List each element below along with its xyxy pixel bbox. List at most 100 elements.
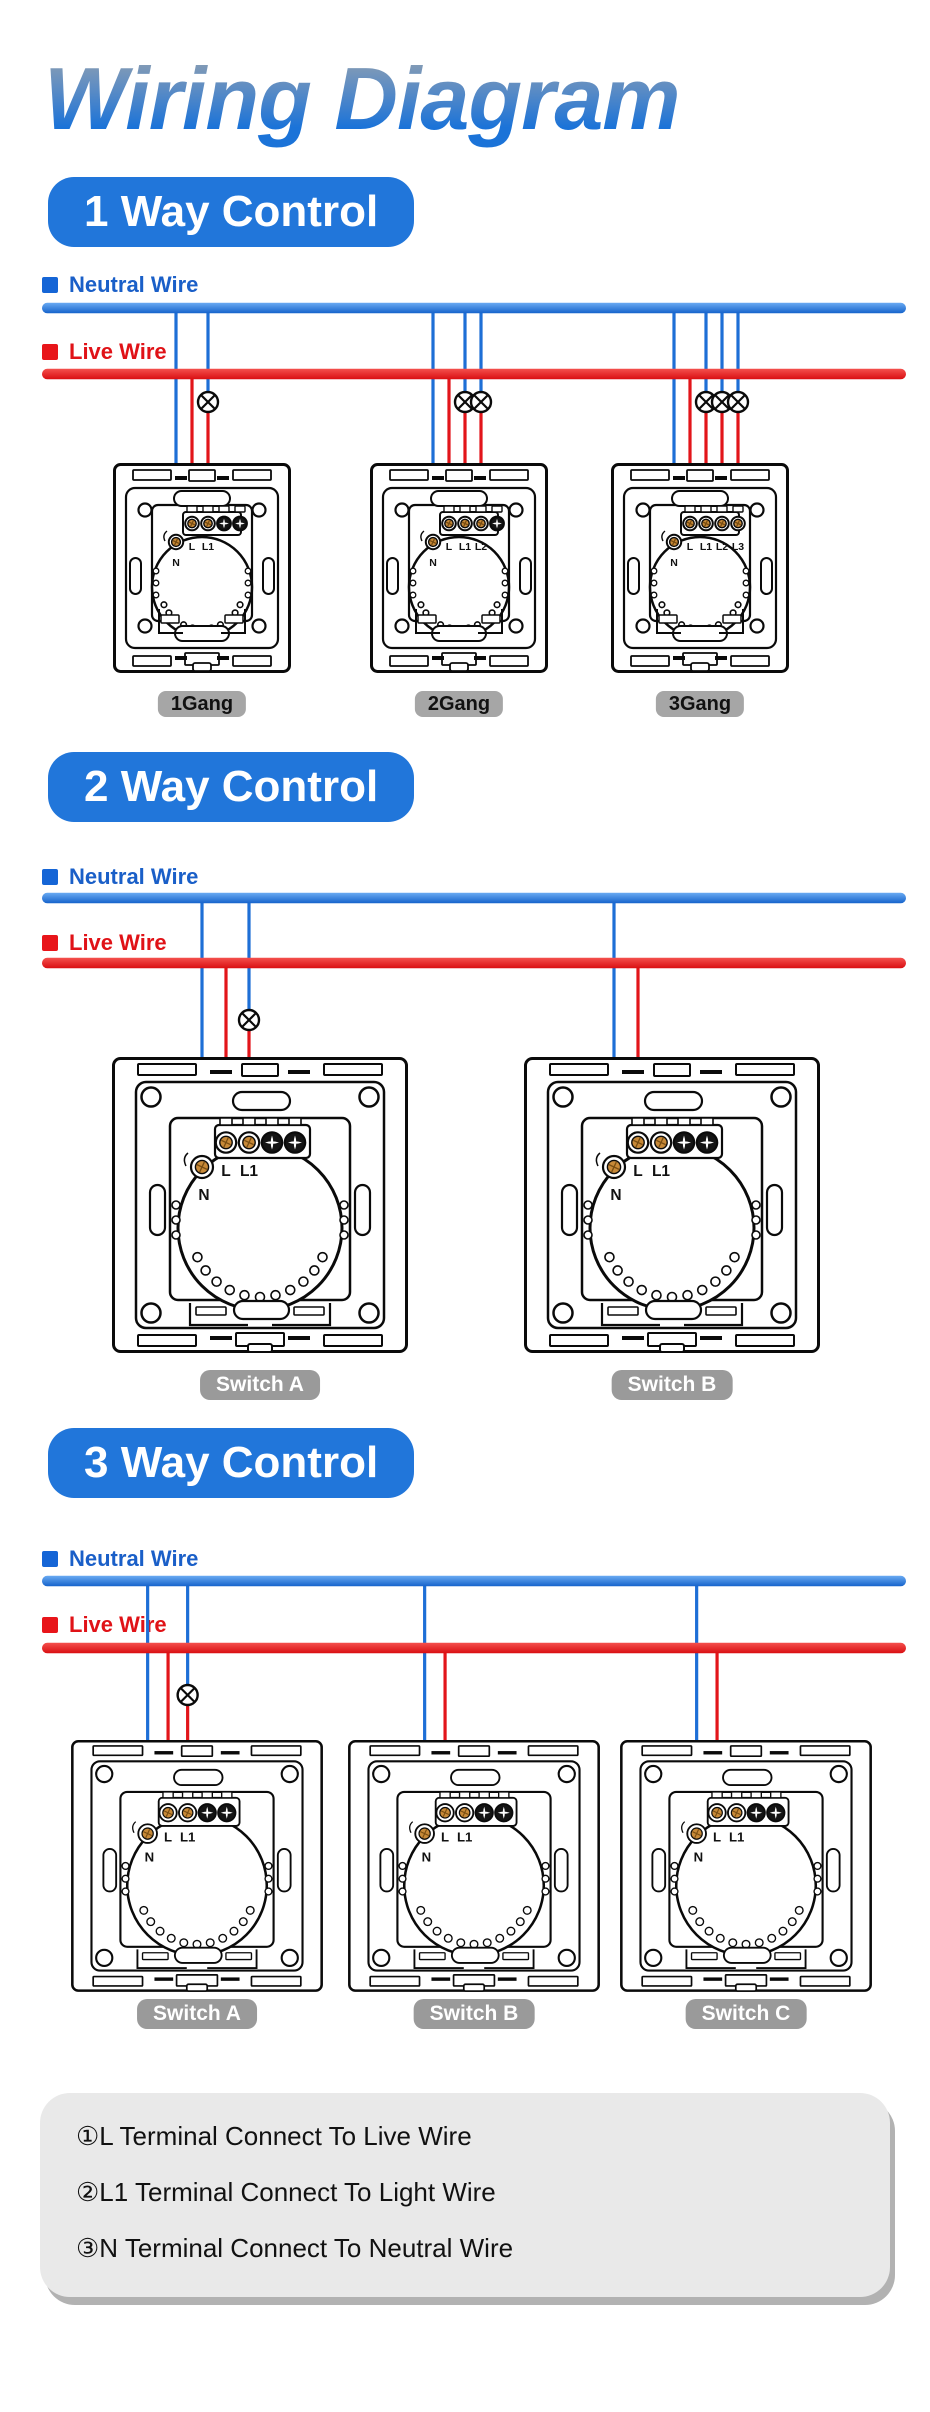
neutral-drop-wire — [612, 898, 616, 1162]
lamp-icon — [469, 390, 493, 414]
switch-label-2gang: 2Gang — [414, 691, 504, 717]
live-drop-wire — [166, 1648, 170, 1808]
live-wire-label: Live Wire — [42, 339, 167, 365]
svg-text:N: N — [172, 557, 180, 569]
svg-text:L: L — [713, 1829, 721, 1844]
live-drop-wire — [636, 963, 640, 1138]
neutral-drop-wire — [431, 308, 435, 537]
lamp-icon — [710, 390, 734, 414]
section-badge-1way: 1 Way Control — [48, 177, 415, 247]
neutral-swatch-icon — [42, 277, 58, 293]
svg-text:N: N — [145, 1850, 155, 1865]
switch-c: L L1N — [620, 1740, 872, 1992]
note-live: ①L Terminal Connect To Live Wire — [76, 2121, 472, 2151]
live-wire-label: Live Wire — [42, 930, 167, 956]
switch-label-a: Switch A — [200, 1370, 320, 1400]
live-main-line — [42, 1642, 906, 1654]
lamp-icon — [176, 1683, 199, 1707]
svg-text:L1: L1 — [652, 1163, 670, 1180]
lamps-layer — [176, 390, 750, 1707]
neutral-drop-wire — [174, 308, 178, 537]
svg-text:L3: L3 — [732, 541, 744, 553]
live-wire-label: Live Wire — [42, 1612, 167, 1638]
live-swatch-icon — [42, 1617, 58, 1633]
lamp-icon — [196, 390, 220, 414]
lamp-neutral-wire — [736, 308, 740, 392]
live-swatch-icon — [42, 344, 58, 360]
switch-label-b: Switch B — [611, 1370, 733, 1400]
lamp-neutral-wire — [463, 308, 467, 392]
neutral-swatch-icon — [42, 869, 58, 885]
svg-text:L1: L1 — [457, 1829, 472, 1844]
svg-text:L1: L1 — [459, 541, 471, 553]
lamp-neutral-wire — [247, 898, 251, 1010]
svg-text:N: N — [670, 557, 678, 569]
svg-text:L1: L1 — [700, 541, 712, 553]
neutral-drop-wire — [200, 898, 204, 1162]
neutral-main-line — [42, 1575, 906, 1587]
note-neutral: ③N Terminal Connect To Neutral Wire — [76, 2233, 514, 2263]
svg-text:N: N — [694, 1850, 704, 1865]
svg-text:L: L — [189, 541, 196, 553]
svg-text:L: L — [687, 541, 694, 553]
lamp-icon — [726, 390, 750, 414]
lamp-icon — [237, 1008, 261, 1032]
svg-text:L: L — [164, 1829, 172, 1844]
svg-text:N: N — [422, 1850, 432, 1865]
neutral-swatch-icon — [42, 1551, 58, 1567]
lamp-neutral-wire — [720, 308, 724, 392]
svg-text:L: L — [446, 541, 453, 553]
live-drop-wire — [447, 374, 451, 519]
neutral-main-line — [42, 302, 906, 314]
mains-lines-layer — [42, 302, 906, 1654]
section-badge-2way: 2 Way Control — [48, 752, 415, 822]
switch-b: L L1N — [348, 1740, 600, 1992]
neutral-wire-label: Neutral Wire — [42, 272, 198, 298]
lamp-neutral-wire — [704, 308, 708, 392]
neutral-drop-wire — [695, 1581, 699, 1829]
svg-text:L2: L2 — [475, 541, 487, 553]
svg-text:L: L — [441, 1829, 449, 1844]
switch-b: L L1N — [524, 1057, 820, 1353]
switch-1gang: L L1N — [113, 463, 291, 673]
lamp-neutral-wire — [479, 308, 483, 392]
note-light: ②L1 Terminal Connect To Light Wire — [76, 2177, 496, 2207]
live-main-line — [42, 368, 906, 380]
switch-label-3gang: 3Gang — [655, 691, 745, 717]
switch-2gang: L L1 L2N — [370, 463, 548, 673]
switch-label-1gang: 1Gang — [157, 691, 247, 717]
svg-text:N: N — [429, 557, 437, 569]
switch-label-a: Switch A — [137, 1999, 257, 2029]
lamp-icon — [694, 390, 718, 414]
svg-text:L: L — [221, 1163, 230, 1180]
neutral-wire-label: Neutral Wire — [42, 1546, 198, 1572]
live-drop-wire — [190, 374, 194, 519]
lamp-neutral-wire — [206, 308, 210, 392]
section-badge-3way: 3 Way Control — [48, 1428, 415, 1498]
neutral-drop-wire — [423, 1581, 427, 1829]
live-swatch-icon — [42, 935, 58, 951]
live-drop-wire — [224, 963, 228, 1138]
neutral-drop-wire — [146, 1581, 150, 1829]
switch-label-b: Switch B — [413, 1999, 535, 2029]
svg-text:N: N — [198, 1187, 209, 1204]
switch-3gang: L L1 L2 L3N — [611, 463, 789, 673]
page-title: Wiring Diagram — [44, 49, 681, 148]
svg-text:L1: L1 — [729, 1829, 744, 1844]
neutral-drop-wire — [672, 308, 676, 537]
svg-text:L: L — [633, 1163, 642, 1180]
live-drop-wire — [688, 374, 692, 519]
live-drop-wire — [715, 1648, 719, 1808]
switch-label-c: Switch C — [685, 1999, 807, 2029]
svg-text:L2: L2 — [716, 541, 728, 553]
neutral-wire-label: Neutral Wire — [42, 864, 198, 890]
live-main-line — [42, 957, 906, 969]
svg-text:L1: L1 — [202, 541, 214, 553]
neutral-main-line — [42, 892, 906, 904]
svg-text:N: N — [610, 1187, 621, 1204]
live-drop-wire — [443, 1648, 447, 1808]
